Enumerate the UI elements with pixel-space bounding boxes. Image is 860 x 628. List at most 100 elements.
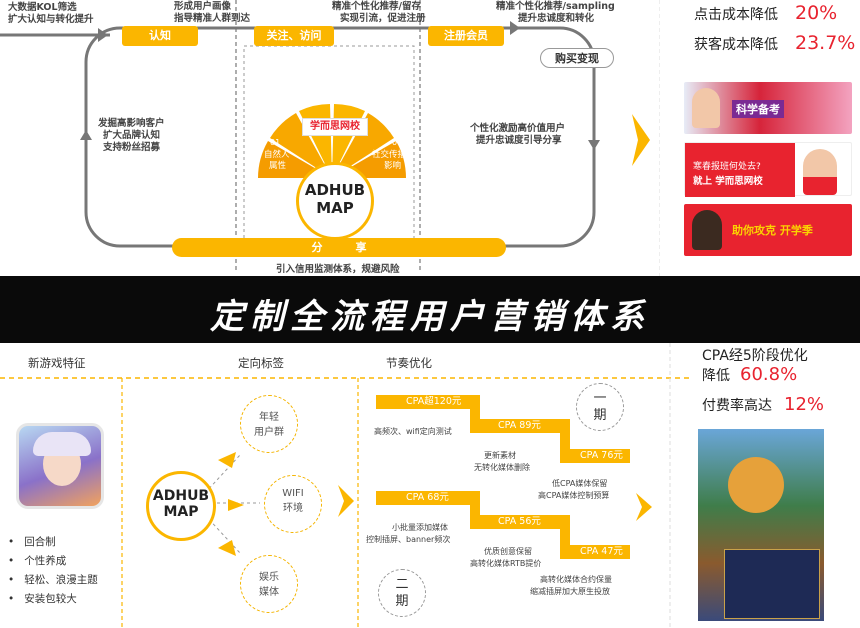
phase-2-badge: 二期 [378,569,426,617]
segment-02-no: 02 [266,95,277,104]
segment-04-a: 营销创意 [340,72,375,82]
kpi-acq-label: 获客成本降低 [694,37,778,53]
adhub-map-bottom: ADHUB MAP [146,471,216,541]
cpa-step-3: CPA 76元 [580,450,623,461]
bottom-dividers [0,343,690,628]
segment-01-b: 属性 [269,161,287,171]
result-line3-label: 付费率高达 [702,398,772,414]
adhub-map-top: ADHUB MAP [296,162,374,240]
ad-banner-1: 科学备考 [684,82,852,134]
step-6-note-1: 高转化媒体合约保量 [540,575,612,584]
banner-title: 定制全流程用户营销体系 [210,297,650,337]
ad-banner-2-text: 寒春报班何处去? [693,162,761,172]
segment-01-no: 01 [270,138,281,147]
left-note-3: 支持粉丝招募 [103,142,161,153]
ad-banner-1-figure [692,88,720,128]
result-line2-value: 60.8% [740,364,798,385]
adhub-top-line1: ADHUB [304,181,366,199]
phase-1-text: 一期 [593,391,607,423]
ad-banner-3: 助你攻克 开学季 [684,204,852,256]
col-title-targeting: 定向标签 [238,356,284,370]
segment-06-no: 06 [392,138,403,147]
ad-banner-2-bar [685,143,795,197]
game-hero [728,457,784,513]
feature-item: 安装包较大 [8,590,98,609]
ad-banner-3-figure [692,210,722,250]
step-3-note-1: 低CPA媒体保留 [552,479,608,488]
ad-banner-1-text: 科学备考 [732,100,784,118]
step-4-note-1: 小批量添加媒体 [392,523,448,532]
recommend-note-2: 实现引流，促进注册 [340,13,426,24]
segment-05-a: 产品需求 [372,105,407,115]
kol-note-2: 扩大认知与转化提升 [8,14,94,25]
segment-06-b: 影响 [384,161,402,171]
cpa-step-2: CPA 89元 [498,420,541,431]
kpi-click-value: 20% [795,2,838,24]
game-inventory-panel [724,549,820,619]
bottom-section: 新游戏特征 定向标签 节奏优化 回合制 个性养成 轻松、浪漫主题 安装包较大 A… [0,343,860,628]
tag-ent-2: 媒体 [259,587,279,598]
segment-02-a: 接触点 [260,105,286,115]
step-1-note: 高频次、wifi定向测试 [374,427,452,436]
tag-young-1: 年轻 [259,412,279,423]
rhythm-staircase [376,395,630,559]
game-icon-image [16,423,104,509]
tag-entertainment: 娱乐 媒体 [240,555,298,613]
result-line1: CPA经5阶段优化 [702,348,808,364]
segment-02-b: 偏好 [265,116,283,126]
stage-purchase: 购买变现 [540,48,614,68]
profile-note-2: 指导精准人群到达 [174,13,251,24]
left-note-1: 发掘高影响客户 [98,118,165,129]
segment-01-a: 自然人 [264,150,290,160]
profile-note-1: 形成用户画像 [174,1,232,12]
cpa-step-4: CPA 68元 [406,492,449,503]
ad-banner-2: 寒春报班何处去? 就上 学而思网校 [684,142,852,197]
step-3-note-2: 高CPA媒体控制预算 [538,491,610,500]
adhub-top-line2: MAP [316,199,354,217]
stage-visit: 关注、访问 [254,26,334,46]
segment-03-no: 03 [299,62,310,71]
feature-item: 回合制 [8,533,98,552]
step-5-note-1: 优质创意保留 [484,547,532,556]
kpi-acq-value: 23.7% [795,32,856,54]
left-note-2: 扩大品牌认知 [103,130,161,141]
segment-06-a: 社交传播 [372,150,407,160]
tag-wifi-2: 环境 [283,503,303,514]
right-note-1: 个性化激励高价值用户 [470,123,566,134]
phase-2-text: 二期 [395,577,409,609]
top-section: 大数据KOL筛选 扩大认知与转化提升 形成用户画像 指导精准人群到达 精准个性化… [0,0,860,276]
adhub-bottom-line1: ADHUB [152,488,210,504]
tag-young-2: 用户群 [254,427,284,438]
brand-logo: 学而思网校 [302,118,368,136]
title-banner: 定制全流程用户营销体系 [0,276,860,343]
segment-03-a: 品牌联系 [287,72,322,82]
sampling-note-1: 精准个性化推荐/sampling [496,1,615,12]
step-4-note-2: 控制插屏、banner频次 [366,535,451,544]
cpa-step-5: CPA 56元 [498,516,541,527]
result-line3-value: 12% [784,394,825,415]
share-note: 引入信用监测体系，规避风险 [276,264,400,275]
segment-05-b: 偏好 [384,116,402,126]
segment-05-no: 05 [390,95,401,104]
result-arrow-top [632,114,650,166]
kpi-click-label: 点击成本降低 [694,7,778,23]
ad-banner-2-sub: 就上 学而思网校 [693,176,763,187]
ad-banner-3-text: 助你攻克 开学季 [732,224,813,237]
segment-04-b: 偏好 [350,83,368,93]
game-icon-hair [33,432,91,456]
feature-item: 个性养成 [8,552,98,571]
step-6-note-2: 缩减插屏加大原生投放 [530,587,610,596]
tag-ent-1: 娱乐 [259,572,279,583]
result-line2-label: 降低 [702,368,730,384]
tag-young-users: 年轻 用户群 [240,395,298,453]
tag-wifi-1: WIFI [282,488,304,499]
right-note-2: 提升忠诚度引导分享 [476,135,562,146]
col-title-features: 新游戏特征 [28,356,86,370]
tag-wifi: WIFI 环境 [264,475,322,533]
feature-list: 回合制 个性养成 轻松、浪漫主题 安装包较大 [8,533,98,609]
segment-03-b: 强度 [298,83,316,93]
recommend-note-1: 精准个性化推荐/留存 [332,1,421,12]
step-5-note-2: 高转化媒体RTB提价 [470,559,542,568]
game-screenshot [698,429,824,621]
col-title-rhythm: 节奏优化 [386,356,432,370]
